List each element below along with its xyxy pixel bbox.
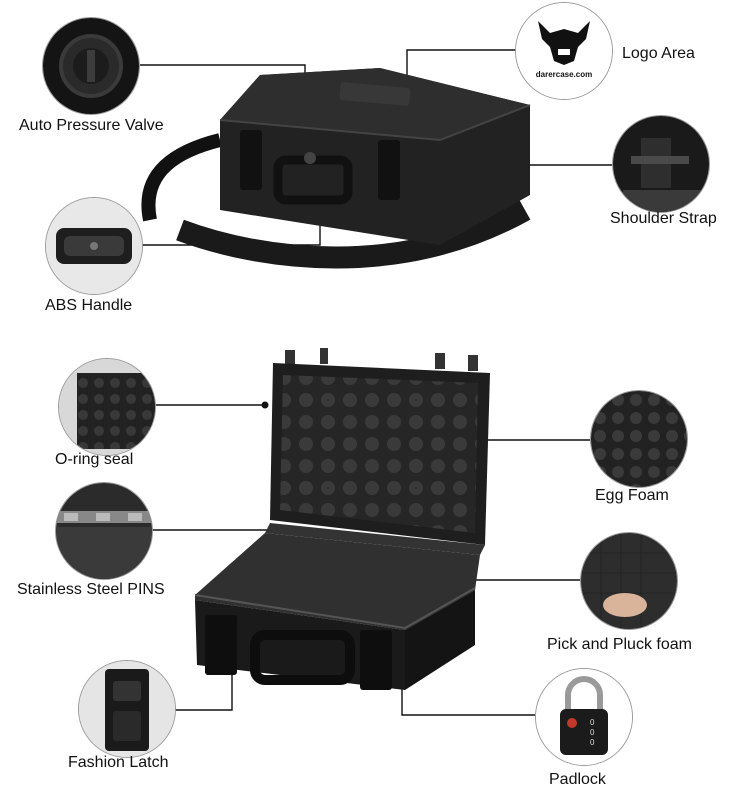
logo-closeup: darercase.com bbox=[515, 2, 613, 100]
fashion-latch-closeup bbox=[78, 660, 176, 758]
abs-handle-label: ABS Handle bbox=[45, 297, 133, 314]
o-ring-seal-label: O-ring seal bbox=[55, 451, 134, 468]
fingers-icon bbox=[603, 593, 647, 617]
pick-pluck-closeup bbox=[580, 532, 678, 630]
latch-right bbox=[378, 140, 400, 200]
stainless-steel-pins-label: Stainless Steel PINS bbox=[17, 581, 165, 598]
pick-and-pluck-foam-label: Pick and Pluck foam bbox=[547, 636, 692, 653]
fashion-latch-label: Fashion Latch bbox=[68, 754, 169, 771]
svg-text:0: 0 bbox=[590, 718, 595, 727]
padlock-closeup: 0 0 0 bbox=[535, 668, 633, 766]
svg-text:0: 0 bbox=[590, 738, 595, 747]
o-ring-seal bbox=[194, 587, 476, 630]
open-case-image bbox=[194, 348, 490, 690]
padlock-icon bbox=[560, 709, 608, 755]
abs-handle-closeup bbox=[45, 197, 143, 295]
open-case-handle bbox=[250, 630, 355, 685]
fashion-latch-right bbox=[360, 630, 392, 690]
shoulder-strap-left bbox=[141, 133, 222, 222]
egg-foam bbox=[280, 375, 478, 533]
pressure-valve-closeup bbox=[42, 17, 140, 115]
closed-case-image bbox=[141, 68, 531, 269]
bull-logo-icon bbox=[538, 21, 590, 65]
logo-text: darercase.com bbox=[536, 70, 592, 79]
logo-plate bbox=[339, 82, 411, 106]
shoulder-strap-label: Shoulder Strap bbox=[610, 210, 717, 227]
shoulder-strap-closeup bbox=[612, 115, 710, 213]
shoulder-strap bbox=[176, 200, 531, 269]
pressure-valve bbox=[304, 152, 316, 164]
padlock-label: Padlock bbox=[549, 771, 606, 788]
fashion-latch-left bbox=[205, 615, 237, 675]
svg-text:0: 0 bbox=[590, 728, 595, 737]
egg-foam-closeup bbox=[590, 390, 688, 488]
logo-area-label: Logo Area bbox=[622, 45, 695, 62]
o-ring-closeup bbox=[58, 358, 156, 456]
pins-closeup bbox=[55, 482, 153, 580]
latch-left bbox=[240, 130, 262, 190]
case-lid bbox=[220, 68, 530, 140]
egg-foam-label: Egg Foam bbox=[595, 487, 669, 504]
auto-pressure-valve-label: Auto Pressure Valve bbox=[19, 117, 164, 134]
stainless-pins bbox=[265, 523, 485, 555]
